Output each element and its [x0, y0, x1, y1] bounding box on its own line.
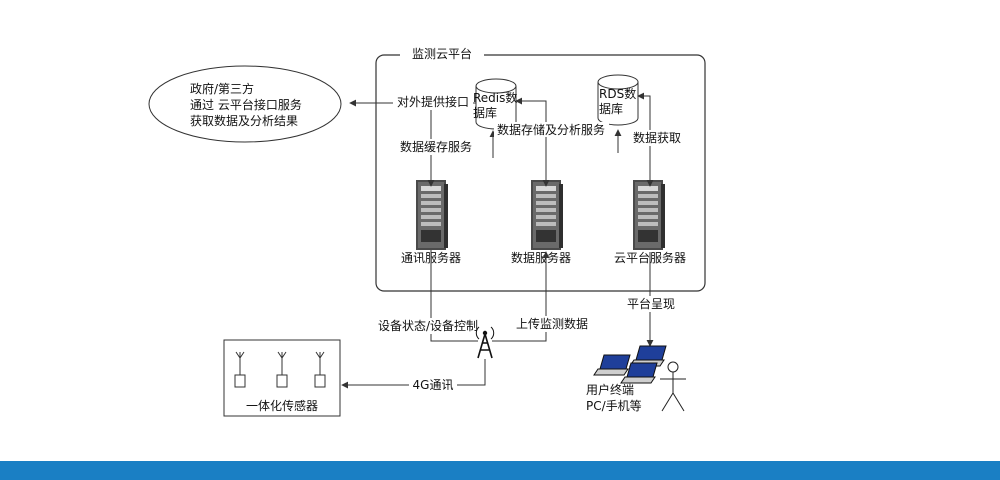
- edge-label-external-api: 对外提供接口: [397, 94, 469, 109]
- user-terminal-line-2: PC/手机等: [586, 399, 642, 413]
- user-terminal-line-1: 用户终端: [586, 382, 634, 397]
- data-server: [531, 180, 563, 250]
- data-server-label: 数据服务器: [511, 250, 571, 265]
- edge-label-data-fetch: 数据获取: [633, 130, 681, 145]
- cloud-platform-title: 监测云平台: [412, 46, 472, 61]
- edge-label-upload: 上传监测数据: [516, 316, 588, 331]
- edge-storage-cross: [515, 97, 550, 187]
- edge-label-device-control: 设备状态/设备控制: [378, 319, 478, 333]
- cell-tower-icon: [475, 326, 495, 359]
- sensor-antenna-icon: [314, 351, 326, 388]
- edge-comm-to-tower: [430, 250, 478, 342]
- cloud-platform-box: [375, 54, 706, 292]
- cloud-server: [633, 180, 665, 250]
- edge-rds-fetch-down: [637, 92, 654, 187]
- edge-label-platform-view: 平台呈现: [627, 296, 675, 311]
- sensor-antenna-icon: [234, 351, 246, 388]
- redis-database-label-1: Redis数: [473, 90, 517, 105]
- external-consumer-line-3: 获取数据及分析结果: [190, 113, 298, 128]
- external-consumer-line-1: 政府/第三方: [190, 81, 254, 96]
- edge-tower-to-data: [492, 251, 550, 342]
- edge-label-storage-analysis: 数据存储及分析服务: [497, 122, 605, 137]
- sensor-antenna-icon: [276, 351, 288, 388]
- rds-database-label-1: RDS数: [599, 86, 636, 101]
- laptop-icon: [593, 354, 631, 376]
- comm-server: [416, 180, 448, 250]
- user-person-icon: [660, 361, 686, 412]
- edge-4g: [341, 359, 486, 389]
- edge-label-4g: 4G通讯: [413, 378, 454, 392]
- external-consumer-line-2: 通过 云平台接口服务: [190, 97, 302, 112]
- redis-database-label-2: 据库: [473, 105, 497, 120]
- edge-label-data-cache: 数据缓存服务: [400, 139, 472, 154]
- rds-database-label-2: 据库: [599, 101, 623, 116]
- footer-band: [0, 461, 1000, 480]
- external-consumer-ellipse: [148, 65, 342, 143]
- sensor-label: 一体化传感器: [246, 398, 318, 413]
